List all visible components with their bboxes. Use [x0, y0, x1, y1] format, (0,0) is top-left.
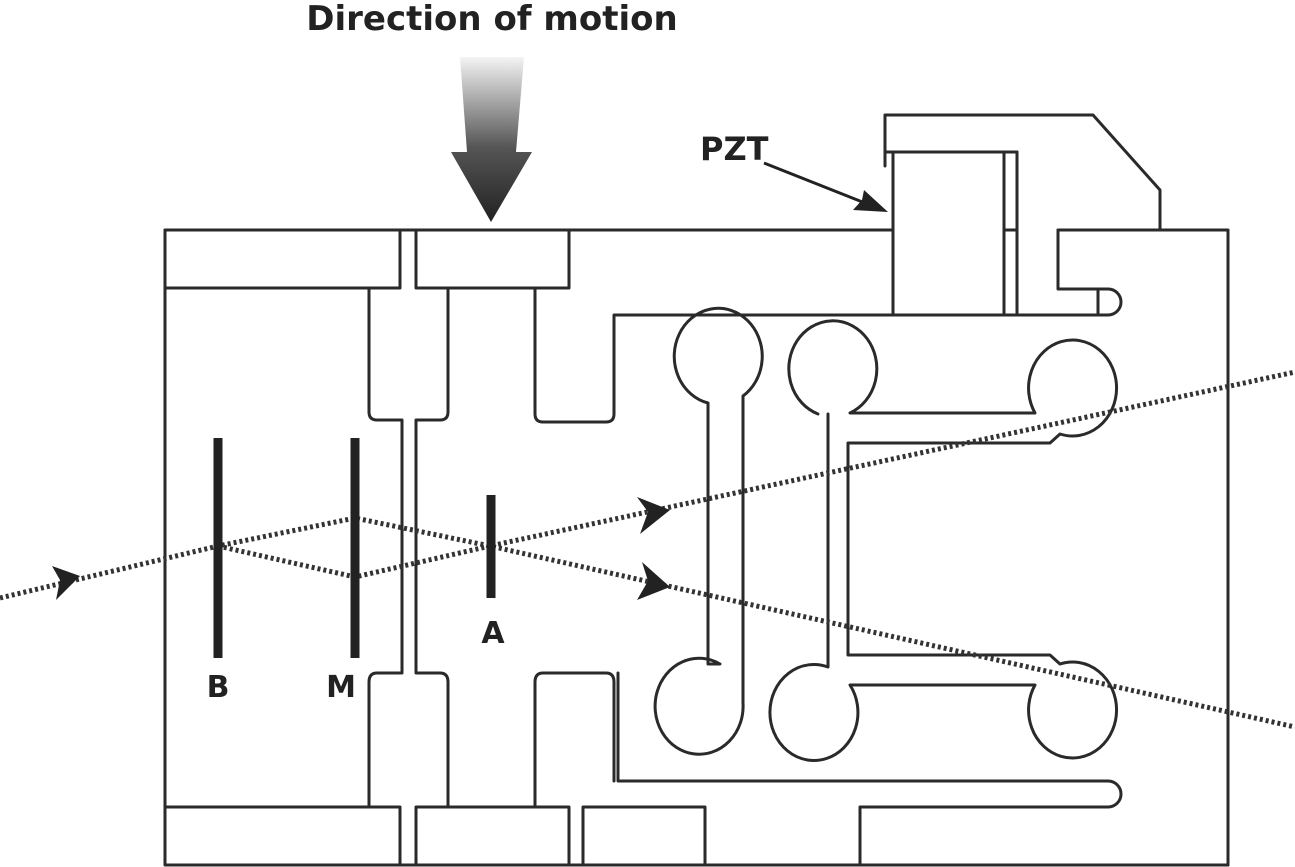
laser-beam	[0, 369, 1295, 730]
beam-input-arrow-icon	[52, 566, 80, 600]
pzt-actuator	[883, 113, 1162, 317]
pzt-pointer-arrow	[763, 161, 888, 212]
optic-label-m: M	[326, 670, 356, 705]
direction-of-motion-label: Direction of motion	[306, 0, 677, 39]
motion-arrow-icon	[451, 57, 532, 222]
flexure-body	[163, 228, 1230, 867]
beam-output-upper-arrow-icon	[637, 497, 670, 534]
optic-label-a: A	[481, 616, 505, 651]
pzt-label: PZT	[700, 130, 769, 168]
beam-direction-arrows	[52, 497, 670, 600]
optic-label-b: B	[207, 670, 230, 705]
beam-output-lower-arrow-icon	[637, 562, 670, 600]
